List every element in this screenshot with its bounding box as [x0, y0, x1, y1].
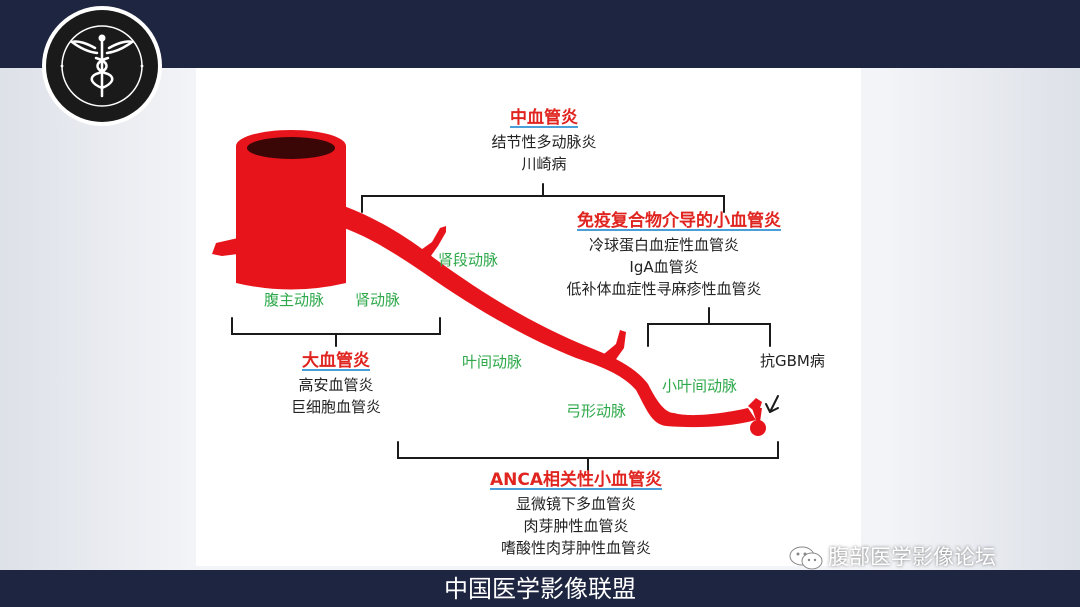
medium-vessel-heading: 中血管炎 [510, 108, 578, 128]
medium-item-2: 川崎病 [521, 155, 567, 173]
immune-item-2: IgA血管炎 [629, 258, 699, 276]
vessel-label-interlobar: 叶间动脉 [462, 353, 523, 371]
bracket-immune [647, 307, 771, 347]
anti-gbm-arrow [765, 395, 779, 413]
immune-item-3: 低补体血症性寻麻疹性血管炎 [566, 280, 762, 298]
vessel-label-segmental: 肾段动脉 [438, 251, 499, 269]
bracket-anca [397, 441, 779, 471]
large-item-2: 巨细胞血管炎 [290, 398, 382, 416]
renal-artery-shape [344, 206, 756, 428]
vessel-label-arcuate: 弓形动脉 [566, 402, 627, 420]
large-item-1: 高安血管炎 [298, 376, 374, 394]
caduceus-seal-icon [42, 6, 162, 126]
watermark-text: 腹部医学影像论坛 [828, 545, 996, 569]
bracket-medium [361, 183, 725, 213]
immune-item-1: 冷球蛋白血症性血管炎 [588, 236, 740, 254]
anti-gbm-label: 抗GBM病 [760, 352, 825, 370]
medium-item-1: 结节性多动脉炎 [491, 133, 597, 151]
vessel-label-renal: 肾动脉 [355, 291, 401, 309]
wechat-icon [789, 546, 823, 570]
anca-heading: ANCA相关性小血管炎 [489, 470, 663, 490]
vessel-label-interlobular: 小叶间动脉 [662, 377, 738, 395]
watermark: 腹部医学影像论坛 [788, 541, 996, 571]
aorta-shape [236, 146, 346, 290]
bottom-bar [0, 570, 1080, 607]
footer-title: 中国医学影像联盟 [444, 575, 636, 603]
vessel-shapes [212, 130, 766, 436]
anca-item-3: 嗜酸性肉芽肿性血管炎 [500, 539, 652, 557]
anca-item-1: 显微镜下多血管炎 [515, 495, 637, 513]
top-bar [0, 0, 1080, 68]
vessel-label-aorta: 腹主动脉 [264, 291, 325, 309]
renal-vessel-diagram [212, 130, 779, 471]
immune-complex-heading: 免疫复合物介导的小血管炎 [577, 211, 781, 231]
large-vessel-heading: 大血管炎 [302, 351, 370, 371]
anca-item-2: 肉芽肿性血管炎 [523, 517, 629, 535]
bracket-large [231, 317, 441, 347]
